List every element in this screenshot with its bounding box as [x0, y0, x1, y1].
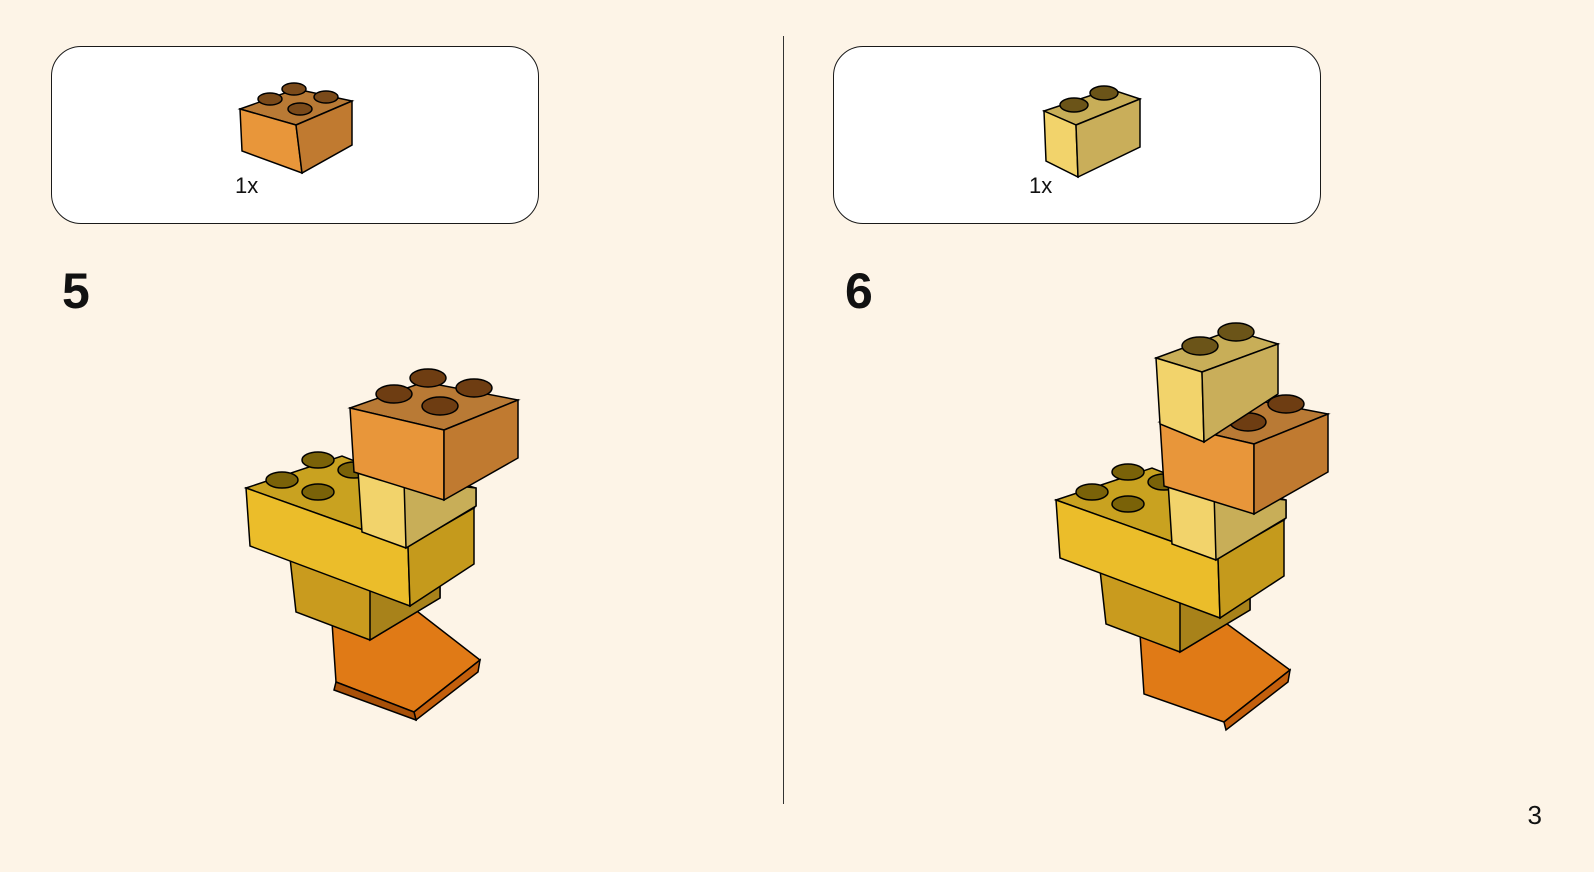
part-quantity: 1x [1029, 173, 1053, 198]
step-number: 5 [62, 263, 90, 319]
page-divider [783, 36, 784, 804]
parts-callout-step-6: 1x [833, 46, 1321, 224]
step-number: 6 [845, 263, 873, 319]
page-number: 3 [1527, 800, 1542, 830]
model-assembly-step-5 [243, 368, 521, 722]
orange-2x2-brick-icon [237, 82, 355, 175]
parts-callout-step-5: 1x [51, 46, 539, 224]
model-assembly-step-6 [1053, 322, 1331, 732]
part-quantity: 1x [235, 173, 259, 198]
tan-1x2-brick-icon [1041, 85, 1143, 179]
